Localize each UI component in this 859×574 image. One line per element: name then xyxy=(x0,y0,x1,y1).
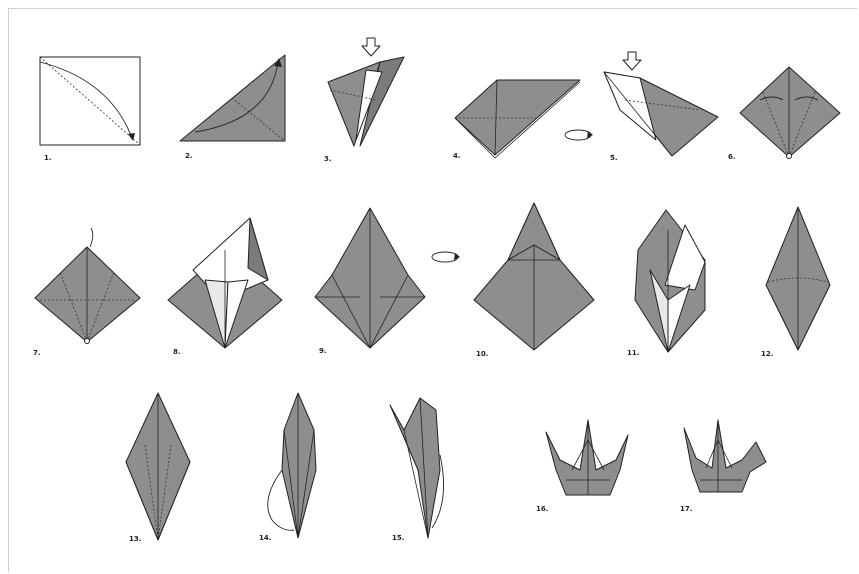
step-label: 16. xyxy=(536,505,548,513)
step-label: 9. xyxy=(319,347,327,355)
step-1-figure xyxy=(40,57,140,145)
step-16-figure xyxy=(546,420,628,495)
step-7-figure xyxy=(35,228,140,344)
step-13-figure xyxy=(126,393,190,540)
step-label: 5. xyxy=(610,154,618,162)
step-11-figure xyxy=(635,210,705,352)
step-12-figure xyxy=(766,207,830,350)
step-6-figure xyxy=(740,67,840,159)
push-arrow-icon xyxy=(623,52,641,70)
turn-over-arrow-icon xyxy=(432,252,460,262)
step-label: 10. xyxy=(476,350,488,358)
step-3-figure xyxy=(328,57,404,146)
step-label: 15. xyxy=(392,534,404,542)
step-2-figure xyxy=(180,55,285,141)
step-label: 14. xyxy=(259,534,271,542)
step-label: 2. xyxy=(185,152,193,160)
step-label: 6. xyxy=(728,153,736,161)
step-label: 8. xyxy=(173,348,181,356)
step-9-figure xyxy=(315,208,425,348)
step-label: 17. xyxy=(680,505,692,513)
step-15-figure xyxy=(390,398,444,538)
step-label: 7. xyxy=(33,349,41,357)
step-label: 4. xyxy=(453,152,461,160)
step-4-figure xyxy=(455,80,580,158)
step-label: 13. xyxy=(129,535,141,543)
step-5-figure xyxy=(604,72,718,156)
step-10-figure xyxy=(474,203,594,350)
step-8-figure xyxy=(168,218,282,348)
step-label: 11. xyxy=(627,349,639,357)
step-label: 12. xyxy=(761,350,773,358)
push-arrow-icon xyxy=(362,38,380,56)
step-label: 3. xyxy=(324,155,332,163)
step-label: 1. xyxy=(44,154,52,162)
step-17-figure xyxy=(684,420,766,492)
turn-over-arrow-icon xyxy=(565,130,593,140)
step-14-figure xyxy=(268,393,316,538)
